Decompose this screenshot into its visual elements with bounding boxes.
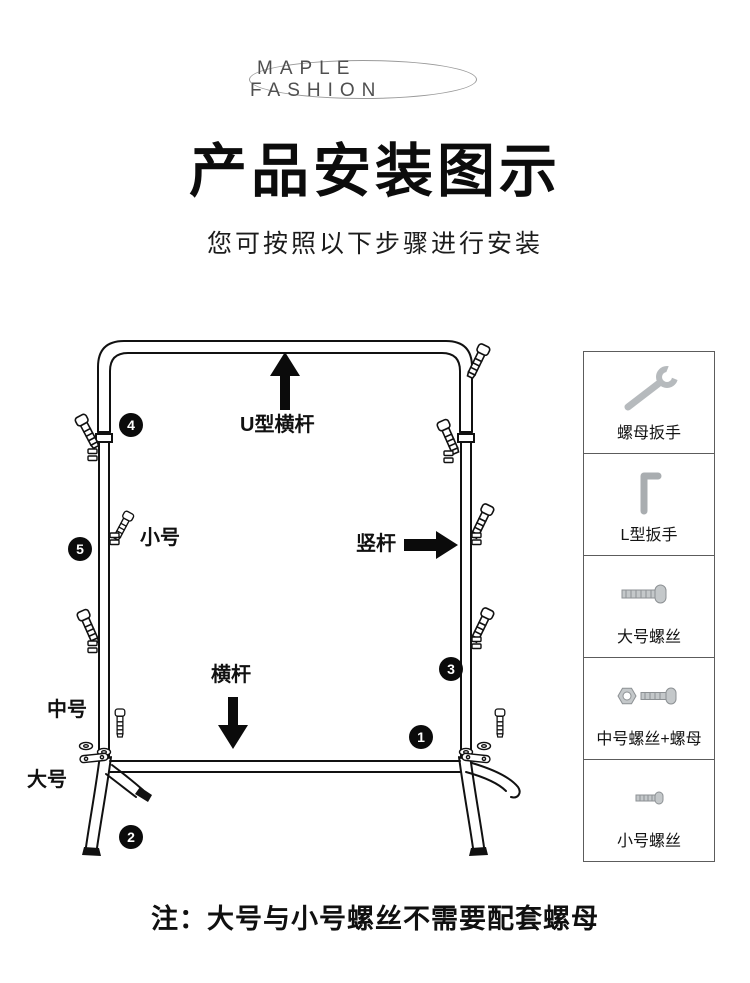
part-row-medium-screw-nut: 中号螺丝+螺母 [584,658,714,760]
vertical-pole-label: 竖杆 [356,533,396,555]
assembly-note: 注：大号与小号螺丝不需要配套螺母 [151,904,599,934]
part-label: 螺母扳手 [616,424,681,442]
nut-wrench-icon [624,362,685,410]
part-row-small-screw: 小号螺丝 [584,760,714,861]
direction-arrows [218,352,458,749]
part-row-nut-wrench: 螺母扳手 [584,352,714,454]
step-badge-1: 1 [409,725,433,749]
part-label: L型扳手 [620,526,678,544]
page-subtitle: 您可按照以下步骤进行安装 [206,230,543,258]
step-badge-2: 2 [119,825,143,849]
step-badge-3: 3 [439,657,463,681]
base-left [82,754,152,856]
l-wrench-icon [640,472,662,514]
medium-screw-nut-icon [617,687,677,704]
large-screw-label: 大号 [27,769,67,791]
part-label: 小号螺丝 [616,832,681,850]
step-badge-5: 5 [68,537,92,561]
vertical-poles [98,441,472,759]
step-badge-4: 4 [119,413,143,437]
part-label: 大号螺丝 [616,628,681,646]
right-arrow-icon [404,531,458,559]
base-right [458,754,521,856]
medium-screw-label: 中号 [47,699,87,721]
large-screw-icon [621,584,667,603]
rack-diagram [73,340,521,856]
brand-badge: MAPLE FASHION [249,57,477,101]
page-title: 产品安装图示 [188,139,561,204]
up-arrow-icon [270,352,300,410]
down-arrow-icon [218,697,248,749]
part-row-large-screw: 大号螺丝 [584,556,714,658]
u-bar-label: U型横杆 [240,414,315,436]
bottom-cross-bar [109,760,461,773]
parts-panel: 螺母扳手 L型扳手 大号螺丝 [583,351,715,862]
small-screw-label: 小号 [140,527,180,549]
crossbar-label: 横杆 [211,664,251,686]
part-label: 中号螺丝+螺母 [596,730,702,748]
small-screw-icon [635,791,664,804]
brand-name: MAPLE FASHION [250,57,383,101]
part-row-l-wrench: L型扳手 [584,454,714,556]
